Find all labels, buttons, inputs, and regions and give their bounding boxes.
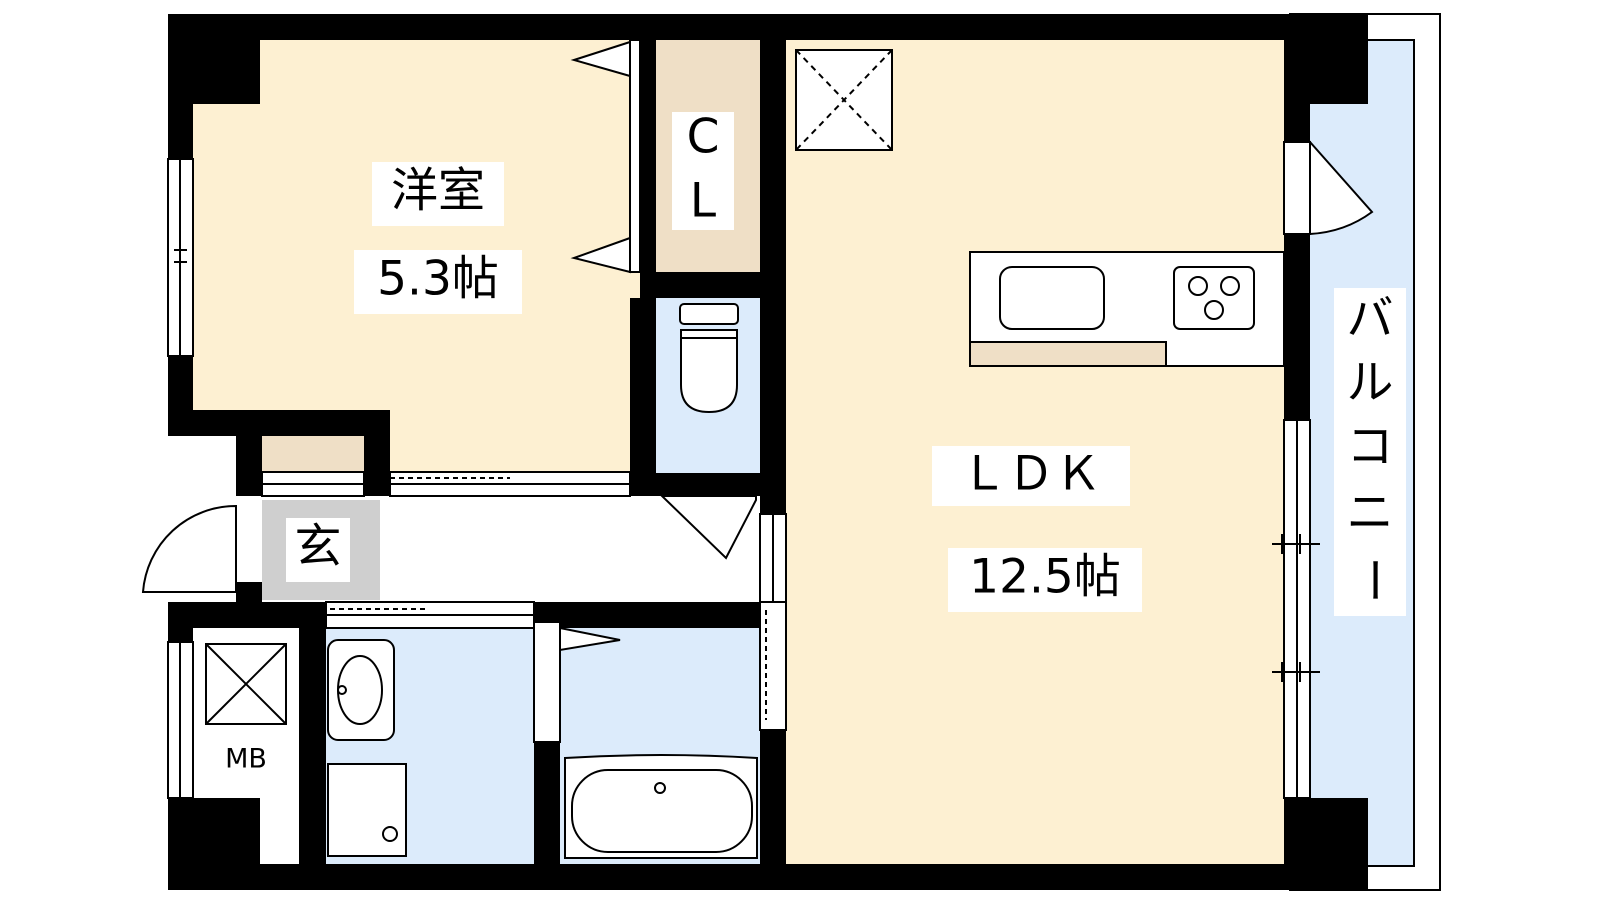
toilet-icon: [680, 329, 738, 414]
wall-closet-left: [640, 40, 656, 310]
wall-toilet-left: [630, 298, 656, 496]
closet-label-l: L: [690, 174, 716, 229]
ldk-size: 12.5帖: [969, 550, 1121, 605]
western-room-name: 洋室: [391, 164, 485, 219]
toilet-door: [659, 495, 757, 560]
wall-right-mid: [1284, 234, 1310, 420]
wall-bath-left: [534, 602, 560, 622]
entrance-name: 玄: [295, 520, 342, 575]
labels: 洋室 5.3帖 C L ＬＤＫ 12.5帖 バ ル コ ニ ー 玄 MB: [225, 110, 1406, 775]
sink-icon: [999, 266, 1105, 330]
western-room-size: 5.3帖: [377, 252, 499, 307]
wall-right-upper: [1284, 14, 1310, 142]
balcony-char-5: ー: [1346, 557, 1401, 604]
wall-bath-divider: [534, 742, 560, 890]
balcony-char-4: ニ: [1347, 486, 1394, 541]
corner-bottom-left: [168, 798, 260, 890]
wall-mb-right: [299, 602, 326, 890]
kitchen-counter-front: [969, 341, 1167, 367]
doors: [141, 39, 1374, 743]
front-door: [141, 504, 237, 593]
ldk-name: ＬＤＫ: [961, 447, 1102, 502]
wall-closet-right: [760, 14, 786, 494]
wall-stub: [364, 410, 390, 496]
wall-toilet-bottom: [630, 473, 760, 496]
wall-entrance-left-low: [236, 582, 262, 602]
wall-room-bottom: [168, 410, 390, 436]
balcony-char-3: コ: [1347, 420, 1394, 475]
bath-folding-door: [533, 621, 561, 743]
wall-ldk-left-stub: [760, 494, 786, 514]
wall-entrance-left: [236, 410, 262, 496]
toilet-tank: [679, 303, 739, 325]
wall-closet-bottom: [640, 272, 786, 298]
balcony-char-2: ル: [1347, 356, 1394, 411]
balcony-char-1: バ: [1347, 292, 1394, 347]
windows: [167, 158, 1320, 799]
fixtures: [205, 49, 1285, 859]
shoe-cabinet: [262, 434, 364, 472]
balcony-door: [1309, 139, 1374, 236]
closet-label-c: C: [687, 110, 720, 165]
washing-machine-icon: [327, 763, 407, 857]
corner-top-left: [168, 14, 260, 104]
corner-bottom-right: [1284, 798, 1368, 890]
meter-box-name: MB: [225, 744, 267, 775]
